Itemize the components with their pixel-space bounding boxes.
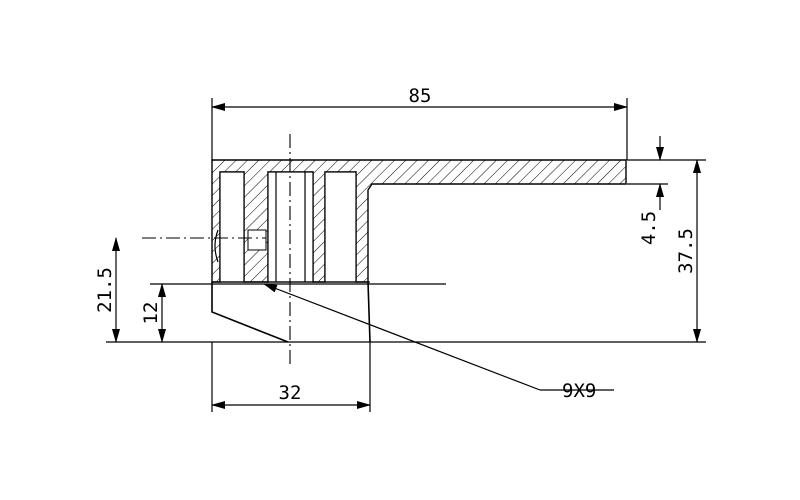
dimension-lines (112, 103, 701, 409)
dim-12-label: 12 (140, 302, 162, 325)
slot-left (219, 171, 245, 283)
part-section (211, 159, 627, 343)
extension-lines (106, 98, 706, 412)
dim-37-5-label: 37.5 (675, 228, 697, 274)
callout-9x9-label: 9X9 (562, 380, 596, 402)
dim-21-5-label: 21.5 (94, 267, 116, 313)
dim-85-label: 85 (409, 85, 432, 107)
slot-right (324, 171, 357, 283)
dim-32-label: 32 (279, 382, 302, 404)
skirt-outline (211, 281, 371, 343)
dim-4-5-label: 4.5 (638, 211, 660, 245)
cross-hole (247, 229, 267, 251)
